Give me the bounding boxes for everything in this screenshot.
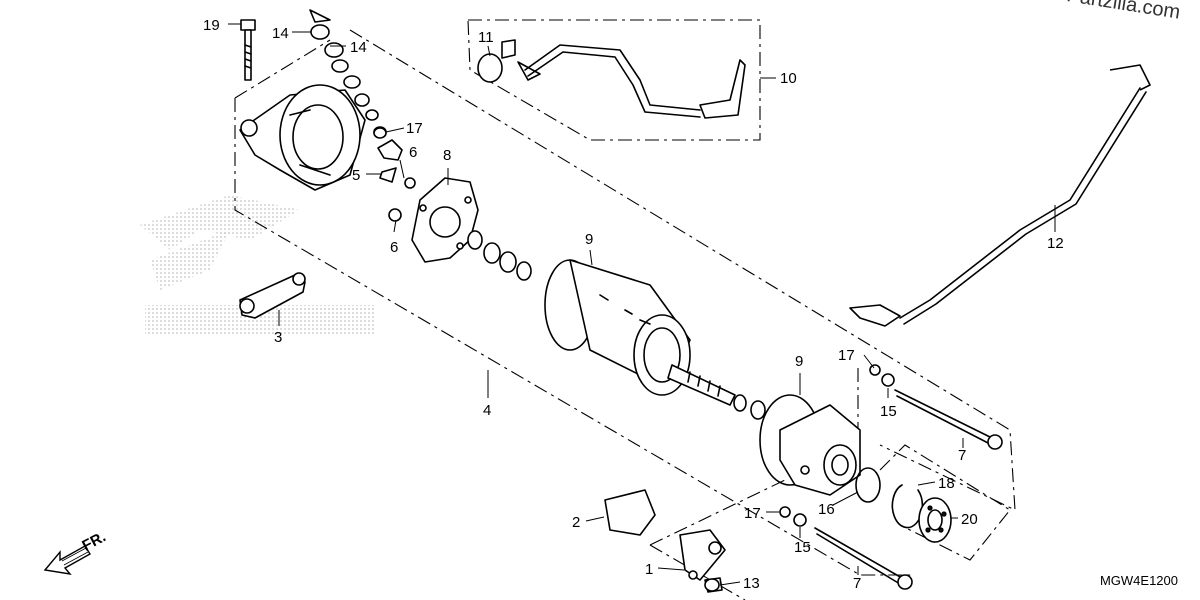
- callout-9-top: 9: [585, 231, 593, 248]
- small-nuts: [779, 364, 895, 527]
- callout-4: 4: [483, 402, 491, 419]
- bearing-group-boundary: [879, 444, 1011, 561]
- callout-7-right: 7: [958, 447, 966, 464]
- callout-12: 12: [1047, 235, 1064, 252]
- washer-stack: [467, 230, 532, 281]
- part-13-bolt: [704, 578, 720, 592]
- leader-lines: [228, 23, 1056, 586]
- part-7-bolts: [814, 389, 1003, 590]
- callout-18: 18: [938, 475, 955, 492]
- callout-7-bottom: 7: [853, 575, 861, 592]
- callout-11: 11: [478, 29, 494, 46]
- rear-housing: [239, 84, 366, 191]
- front-arrow-icon: [43, 545, 91, 575]
- callout-13: 13: [743, 575, 760, 592]
- part-18-circlip: [891, 484, 924, 529]
- callout-8: 8: [443, 147, 451, 164]
- callout-9-bottom: 9: [795, 353, 803, 370]
- callout-1: 1: [645, 561, 653, 578]
- diagram-code: MGW4E1200: [1099, 573, 1178, 588]
- callout-15-right: 15: [880, 403, 897, 420]
- callout-14-left: 14: [272, 25, 289, 42]
- callout-labels: 19 14 14 17 5 6 8 6 3 4 9 9 10 11 12 17 …: [203, 17, 1064, 592]
- front-cover: [759, 394, 861, 496]
- callout-17-bottom: 17: [744, 505, 761, 522]
- part-12-ground-cable: [849, 64, 1151, 327]
- part-3-bracket: [239, 272, 306, 319]
- cable-group-boundary: [467, 19, 761, 141]
- callout-5: 5: [352, 167, 360, 184]
- part-8-brush-plate: [411, 177, 479, 263]
- armature-shaft: [667, 364, 736, 406]
- callout-3: 3: [274, 329, 282, 346]
- callout-14-right: 14: [350, 39, 367, 56]
- part-16-seal: [855, 467, 881, 503]
- shaft-washers: [733, 394, 766, 420]
- callout-15-bottom: 15: [794, 539, 811, 556]
- callout-6-bottom: 6: [390, 239, 398, 256]
- callout-17-right: 17: [838, 347, 855, 364]
- callout-6-top: 6: [409, 144, 417, 161]
- callout-10: 10: [780, 70, 797, 87]
- part-19-bolt: [240, 19, 256, 81]
- callout-2: 2: [572, 514, 580, 531]
- brush-holder-bits: [373, 127, 416, 222]
- callout-20: 20: [961, 511, 978, 528]
- callout-19: 19: [203, 17, 220, 34]
- part-10-starter-cable: [477, 39, 746, 119]
- part-2-pad: [604, 489, 656, 536]
- part-20-bearing: [918, 497, 952, 543]
- callout-16: 16: [818, 501, 835, 518]
- callout-17-top: 17: [406, 120, 423, 137]
